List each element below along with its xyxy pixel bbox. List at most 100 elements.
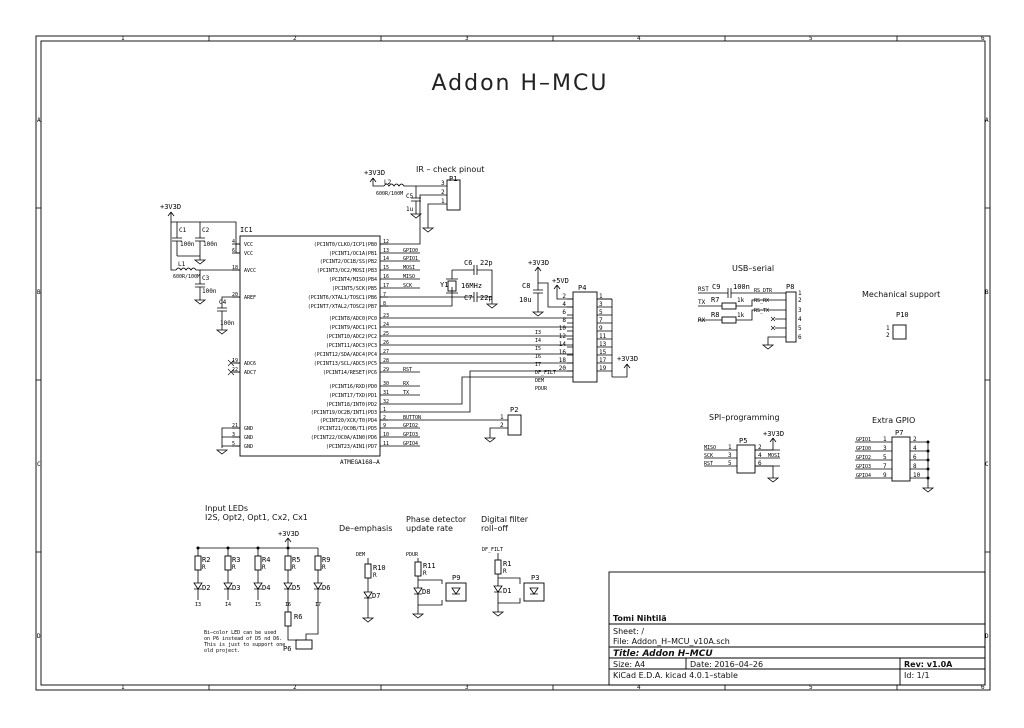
mcu-right-pin-name: (PCINT22/OC0A/AIN0)PD6 xyxy=(311,435,377,441)
mcu-left-pin-name: GND xyxy=(244,426,253,432)
v5-label: +5VD xyxy=(552,277,569,285)
mcu-right-pin-name: (PCINT2/OC1B/SS)PB2 xyxy=(320,259,377,265)
p4-net: I4 xyxy=(535,338,541,344)
p5-left-num: 5 xyxy=(728,460,732,467)
phase-net: PDUR xyxy=(406,552,419,558)
mcu-net-label: GPIO1 xyxy=(403,256,418,262)
deemphasis-block: De–emphasis DEM R10 R D7 xyxy=(339,524,392,623)
l2-ref: L2 xyxy=(384,179,392,186)
mcu-right-pin-num: 15 xyxy=(383,265,389,271)
phase-label-2: update rate xyxy=(406,524,453,533)
col-label-bottom: 2 xyxy=(293,684,297,691)
mcu-right-pin-name: (PCINT5/SCK)PB5 xyxy=(332,286,377,292)
p2-pin2: 2 xyxy=(500,422,504,429)
p4-net: I5 xyxy=(535,346,541,352)
d1-ref: D1 xyxy=(503,587,511,595)
led-resistor-value: R xyxy=(322,564,326,571)
c7-ref: C7 xyxy=(464,294,472,302)
led-diode xyxy=(253,570,263,600)
p4-net: DEM xyxy=(535,378,544,384)
c4-ref: C4 xyxy=(219,299,227,306)
p7-right-num: 10 xyxy=(913,472,921,479)
input-leds-block: Input LEDs I2S, Opt2, Opt1, Cx2, Cx1 +3V… xyxy=(193,504,330,654)
r10-value: R xyxy=(373,572,377,579)
mcu-right-pin-name: (PCINT9/ADC1)PC1 xyxy=(329,325,377,331)
tb-file: File: Addon_H–MCU_v10A.sch xyxy=(613,637,730,646)
p4-left-num: 6 xyxy=(562,309,566,316)
dfilt-label-2: roll–off xyxy=(481,524,508,533)
p4-right-num: 13 xyxy=(599,341,607,348)
p7-right-num: 8 xyxy=(913,463,917,470)
tb-sheet: Sheet: / xyxy=(613,627,644,636)
mcu-left-pin-num: 21 xyxy=(232,423,238,429)
p4-left-num: 16 xyxy=(559,349,567,356)
mcu-right-pin-num: 27 xyxy=(383,349,389,355)
col-label-bottom: 4 xyxy=(637,684,641,691)
p8-connector xyxy=(785,291,797,343)
mcu-right-pin-num: 16 xyxy=(383,274,389,280)
mcu-net-label: SCK xyxy=(403,283,412,289)
p7-left-num: 7 xyxy=(883,463,887,470)
c4-value: 100n xyxy=(220,320,235,327)
mcu-right-pin-name: (PCINT17/TXD)PD1 xyxy=(329,393,377,399)
led-resistor-ref: R5 xyxy=(292,556,300,564)
r1-ref: R1 xyxy=(503,560,511,568)
led-diode-ref: D5 xyxy=(292,584,300,592)
mcu-bus-wires xyxy=(388,371,420,447)
mcu-net-label: GPIO3 xyxy=(403,432,418,438)
usb-net-tx: TX xyxy=(698,299,706,306)
r1-resistor xyxy=(494,559,502,575)
y1-freq: 16MHz xyxy=(461,282,482,290)
mcu-right-pin-num: 31 xyxy=(383,390,389,396)
col-label-top: 6 xyxy=(981,35,985,42)
r10-resistor xyxy=(364,563,372,579)
tb-title: Title: Addon H–MCU xyxy=(613,649,713,659)
led-resistor-ref: R9 xyxy=(322,556,330,564)
mcu-left-pin-num: 5 xyxy=(232,441,235,447)
r8-resistor xyxy=(721,316,737,324)
led-net: I5 xyxy=(255,602,261,608)
row-label-right: B xyxy=(985,289,989,296)
mcu-net-label: GPIO4 xyxy=(403,441,418,447)
led-resistor-ref: R4 xyxy=(262,556,270,564)
sheet-title: Addon H–MCU xyxy=(432,71,609,96)
v33-p4-right: +3V3D xyxy=(617,355,638,363)
title-block: Tomi Nihtilä Sheet: / File: Addon_H–MCU_… xyxy=(608,571,986,686)
p2-ref: P2 xyxy=(510,406,518,414)
mcu-net-label: GPIO0 xyxy=(403,248,418,254)
led-diode xyxy=(193,570,203,600)
p8-pin-num: 4 xyxy=(798,316,802,323)
mech-label: Mechanical support xyxy=(862,290,940,299)
digital-filter-block: Digital filter roll–off DF_FILT R1 R D1 … xyxy=(481,515,545,617)
phase-label-1: Phase detector xyxy=(406,515,467,524)
mcu-right-pin-name: (PCINT4/MISO)PB4 xyxy=(329,277,377,283)
mcu-right-pin-name: (PCINT21/OC0B/T1)PD5 xyxy=(317,426,377,432)
row-label-left: C xyxy=(37,461,41,468)
mcu-right-pin-num: 26 xyxy=(383,340,389,346)
led-diode-ref: D2 xyxy=(202,584,210,592)
mcu-bus-wires xyxy=(388,252,420,289)
mcu-net-label: GPIO2 xyxy=(403,423,418,429)
mcu-left-pin-name: ADC7 xyxy=(244,370,256,376)
p8-pin-num: 3 xyxy=(798,307,802,314)
mcu-right-pin-name: (PCINT14/RESET)PC6 xyxy=(323,370,377,376)
mcu-right-pin-name: (PCINT18/INT0)PD2 xyxy=(326,402,377,408)
p2-connector xyxy=(507,414,522,436)
p7-right-num: 2 xyxy=(913,436,917,443)
r6-resistor xyxy=(284,611,292,627)
p5-net-right: MOSI xyxy=(768,453,780,459)
c8-value: 10u xyxy=(519,296,532,304)
p4-left-num: 20 xyxy=(559,365,567,372)
usb-net-rsdtr: RS_DTR xyxy=(754,288,773,294)
mcu-right-pin-name: (PCINT8/ADC0)PC0 xyxy=(329,316,377,322)
p4-right-num: 7 xyxy=(599,317,603,324)
led-diode-ref: D4 xyxy=(262,584,270,592)
c3-ref: C3 xyxy=(202,275,210,282)
col-label-bottom: 5 xyxy=(809,684,813,691)
led-resistor-value: R xyxy=(262,564,266,571)
p4-left-num: 10 xyxy=(559,325,567,332)
